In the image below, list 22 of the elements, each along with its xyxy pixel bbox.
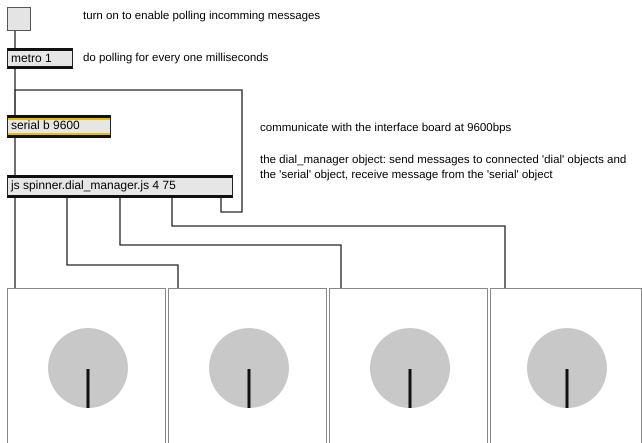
patch-cord bbox=[14, 138, 16, 175]
dial-panel bbox=[7, 288, 166, 443]
comment-text: communicate with the interface board at 9600bps bbox=[260, 121, 512, 136]
object-box bbox=[7, 48, 73, 69]
object-box bbox=[7, 115, 111, 138]
patch-cord bbox=[14, 198, 16, 288]
comment-text: do polling for every one milliseconds bbox=[83, 51, 270, 66]
toggle-box bbox=[7, 7, 31, 31]
patch-cord bbox=[66, 198, 179, 288]
patch-cord bbox=[119, 198, 342, 288]
patch-cord bbox=[171, 198, 506, 288]
dial-panel bbox=[490, 288, 642, 443]
object-text: serial b 9600 bbox=[11, 118, 80, 132]
patch-cord bbox=[14, 89, 243, 213]
patch-cord bbox=[14, 31, 16, 48]
dial-panel bbox=[329, 288, 488, 443]
comment-text: the dial_manager object: send messages to connected 'dial' objects and the 'serial' object, receive message from the 'serial' object bbox=[260, 153, 628, 183]
dial-panel bbox=[168, 288, 327, 443]
comment-text: turn on to enable polling incomming messages bbox=[83, 9, 322, 24]
object-text: js spinner.dial_manager.js 4 75 bbox=[11, 178, 176, 192]
object-text: metro 1 bbox=[11, 51, 52, 65]
object-box bbox=[7, 175, 233, 198]
